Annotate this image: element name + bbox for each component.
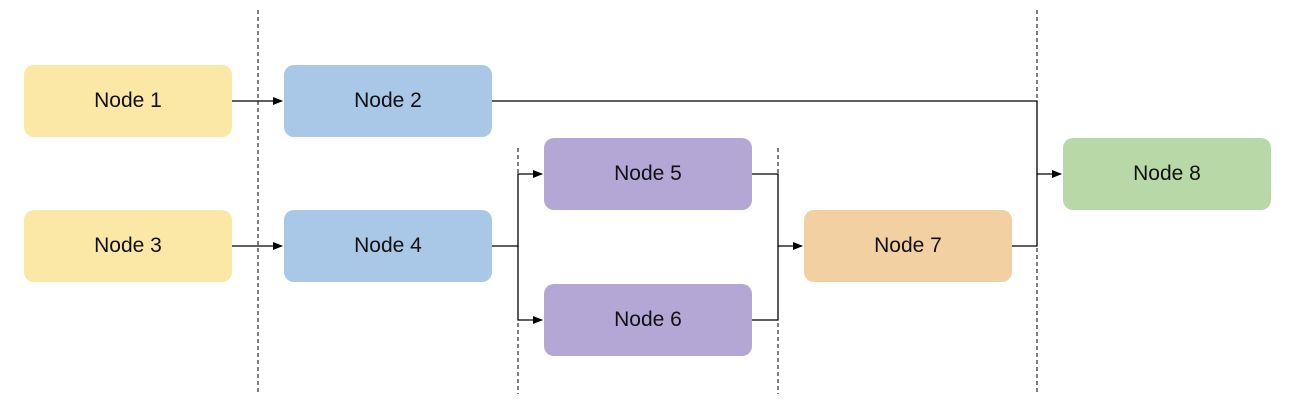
node-1: Node 1 — [24, 65, 232, 137]
node-6: Node 6 — [544, 284, 752, 356]
edge-node2-node8 — [492, 100, 1062, 178]
node-4: Node 4 — [284, 210, 492, 282]
edge-node6-node7 — [752, 246, 779, 321]
node-6-label: Node 6 — [614, 308, 682, 331]
node-3: Node 3 — [24, 210, 232, 282]
node-7: Node 7 — [804, 210, 1012, 282]
node-8: Node 8 — [1063, 138, 1271, 210]
edge-node5-node7 — [752, 173, 803, 250]
node-5: Node 5 — [544, 138, 752, 210]
node-2: Node 2 — [284, 65, 492, 137]
node-3-label: Node 3 — [94, 234, 162, 257]
edge-node4-node5 — [492, 170, 543, 247]
edge-node4-node6 — [517, 246, 543, 324]
node-8-label: Node 8 — [1133, 162, 1201, 185]
node-7-label: Node 7 — [874, 234, 942, 257]
node-5-label: Node 5 — [614, 162, 682, 185]
node-4-label: Node 4 — [354, 234, 422, 257]
edge-node7-node8 — [1012, 174, 1038, 247]
node-1-label: Node 1 — [94, 89, 162, 112]
node-2-label: Node 2 — [354, 89, 422, 112]
